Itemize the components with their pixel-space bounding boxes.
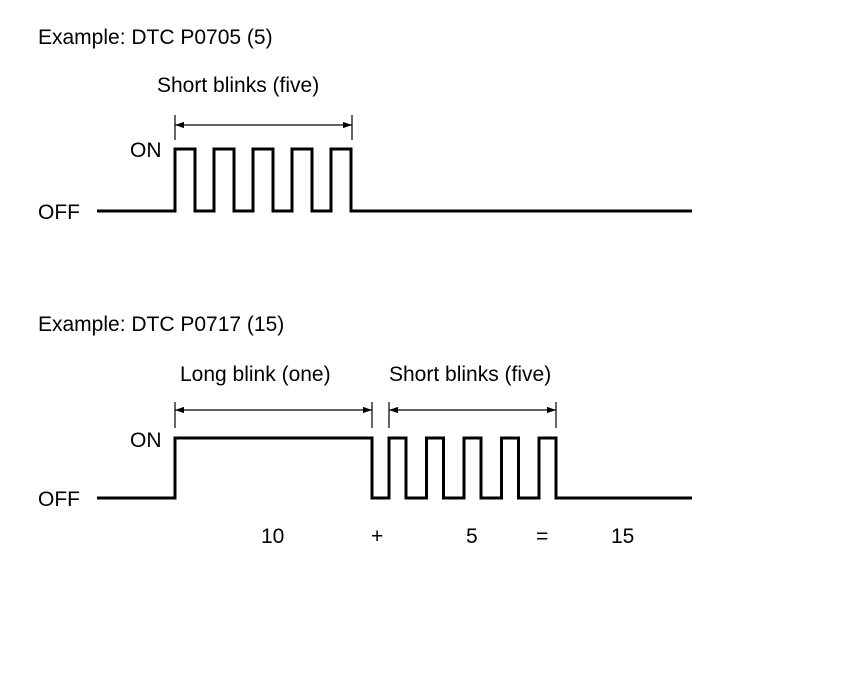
equation-equals: = xyxy=(536,525,548,548)
example-2-short-label: Short blinks (five) xyxy=(389,363,551,386)
example-1: Example: DTC P0705 (5) Short blinks (fiv… xyxy=(38,26,692,224)
example-2-title: Example: DTC P0717 (15) xyxy=(38,313,284,336)
example-1-waveform xyxy=(97,147,692,213)
equation-total: 15 xyxy=(611,525,634,548)
equation-short-value: 5 xyxy=(466,525,478,548)
example-1-title: Example: DTC P0705 (5) xyxy=(38,26,273,49)
example-2-on-label: ON xyxy=(130,429,162,452)
example-1-on-label: ON xyxy=(130,139,162,162)
example-2: Example: DTC P0717 (15) Long blink (one)… xyxy=(38,313,692,548)
equation-long-value: 10 xyxy=(261,525,284,548)
example-1-span-label: Short blinks (five) xyxy=(157,74,319,97)
example-2-waveform xyxy=(97,436,692,500)
example-2-off-label: OFF xyxy=(38,488,80,511)
example-2-long-label: Long blink (one) xyxy=(180,363,331,386)
example-1-off-label: OFF xyxy=(38,201,80,224)
equation-plus: + xyxy=(371,525,383,548)
